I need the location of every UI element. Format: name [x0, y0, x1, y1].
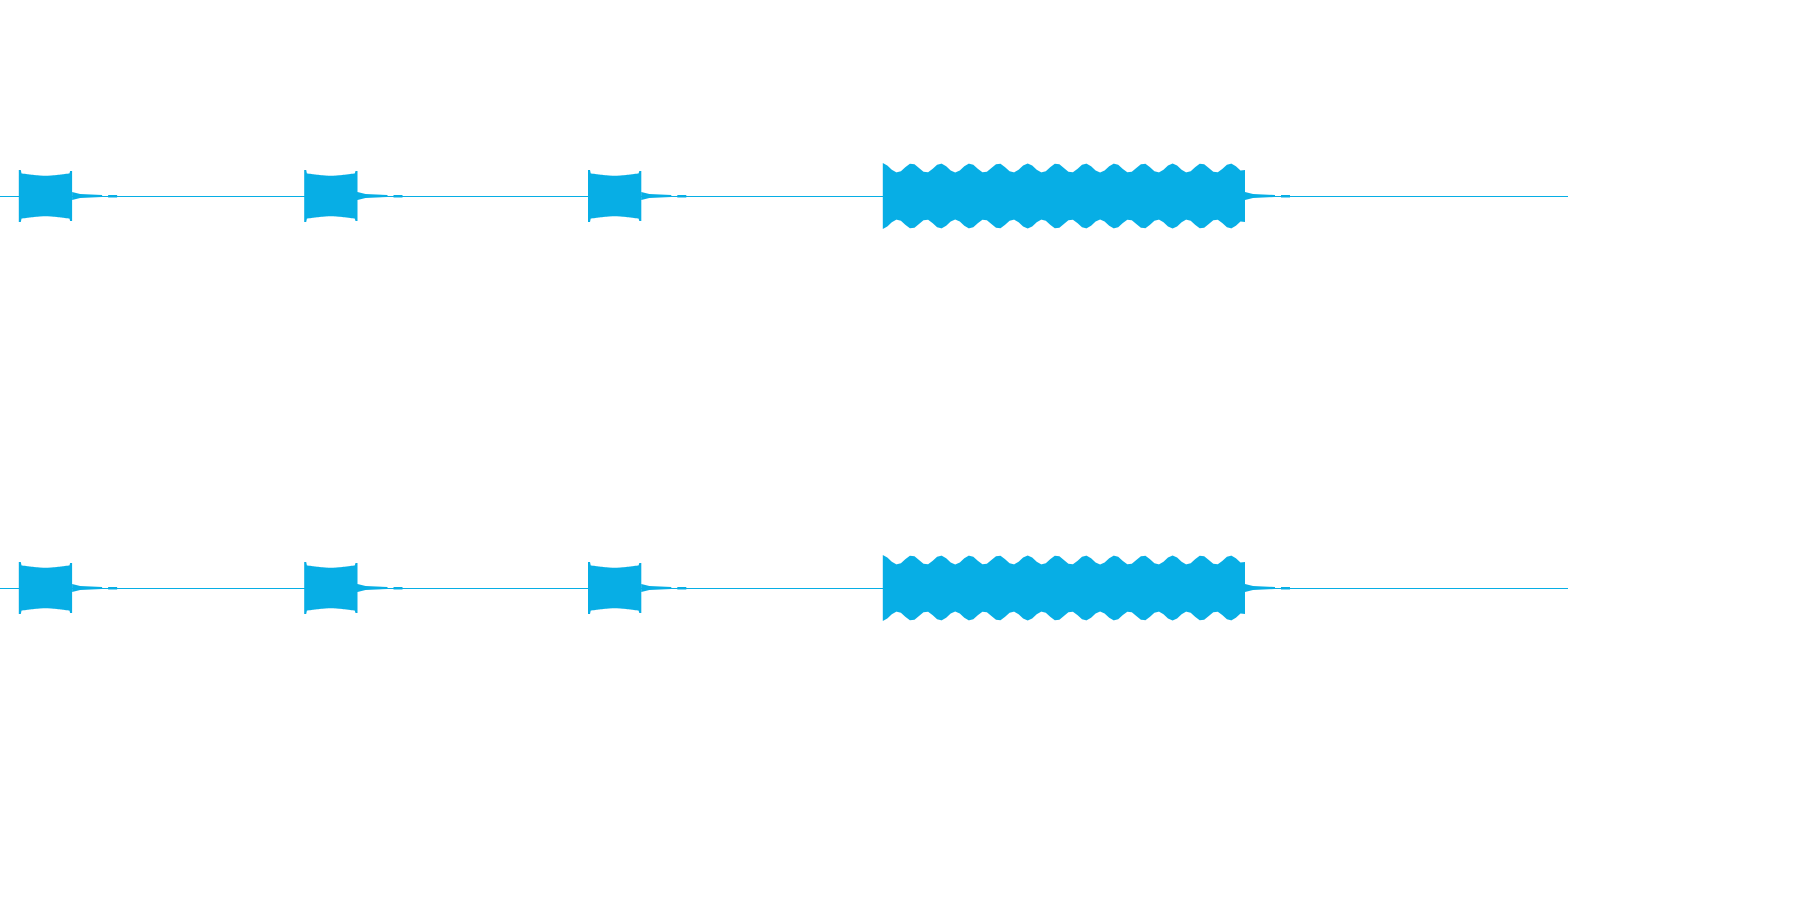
channel-1-segment-2: [304, 170, 358, 222]
channel-1-segment-1-dash: [108, 195, 118, 198]
channel-2-segment-1-dash: [108, 587, 118, 590]
channel-2-segment-2: [304, 562, 358, 614]
waveform-view: [0, 163, 1568, 621]
channel-1-segment-4-tail: [1244, 192, 1275, 200]
channel-2-segment-4: [882, 555, 1245, 621]
channel-2-segment-4-tail: [1244, 584, 1275, 592]
channel-2-segment-3-dash: [677, 587, 687, 590]
channel-2-segment-1-tail: [72, 584, 103, 592]
channel-1-segment-1-tail: [72, 192, 103, 200]
channel-1-segment-2-tail: [357, 192, 388, 200]
channel-2-segment-3-tail: [641, 584, 672, 592]
channel-2-segment-4-dash: [1280, 587, 1290, 590]
channel-1-segment-2-dash: [393, 195, 403, 198]
channel-2-segment-2-dash: [393, 587, 403, 590]
channel-2-segment-2-tail: [357, 584, 388, 592]
channel-2-segment-1: [18, 562, 73, 614]
channel-2-waveform: [0, 555, 1568, 621]
channel-1-waveform: [0, 163, 1568, 229]
channel-1-segment-3-dash: [677, 195, 687, 198]
channel-1-segment-1: [18, 170, 73, 222]
channel-1-segment-3-tail: [641, 192, 672, 200]
channel-2-segment-3: [588, 562, 642, 614]
channel-1-segment-4-dash: [1280, 195, 1290, 198]
channel-1-segment-4: [882, 163, 1245, 229]
channel-1-segment-3: [588, 170, 642, 222]
waveform-canvas: [0, 163, 1568, 621]
